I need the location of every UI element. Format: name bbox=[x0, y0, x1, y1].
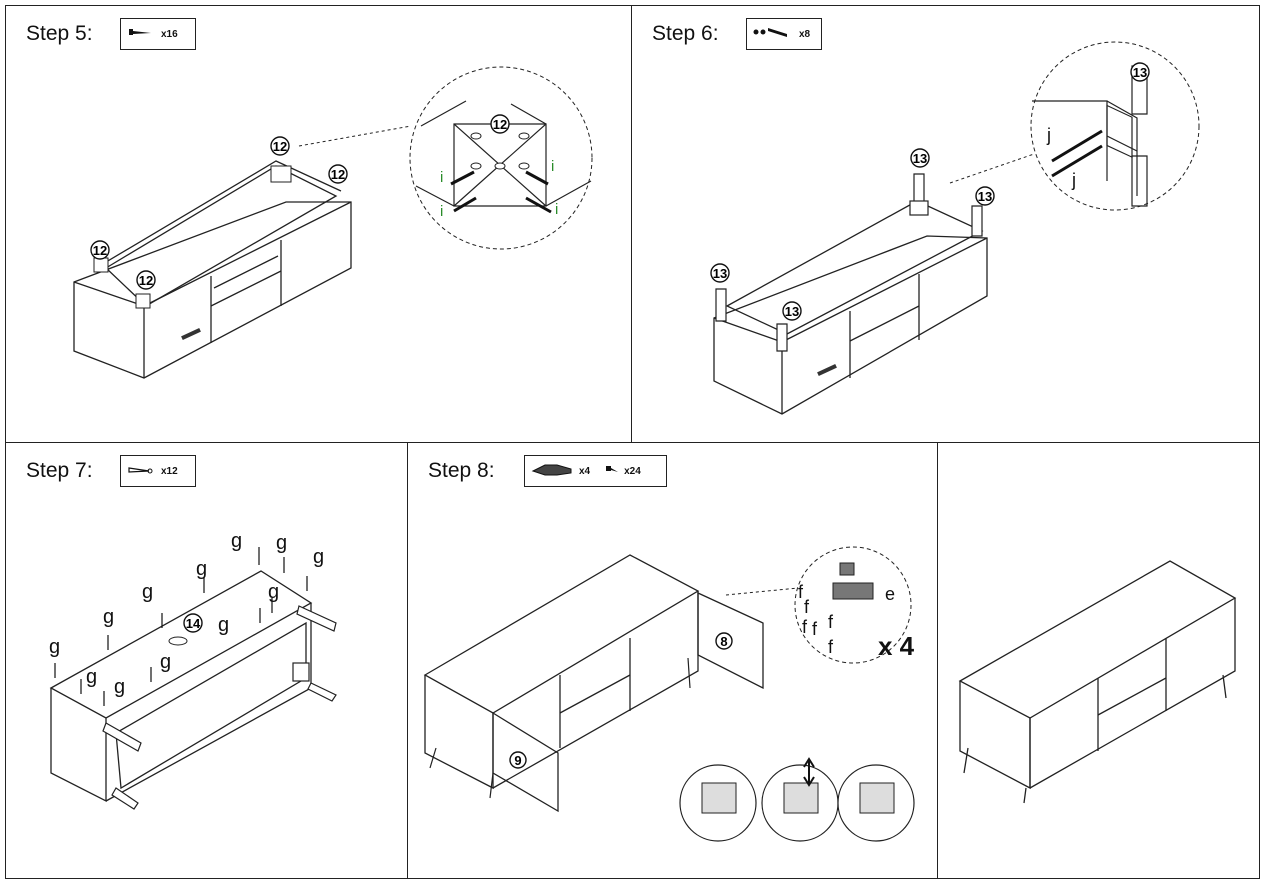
step-6-qty: x8 bbox=[799, 28, 811, 40]
screw-icon bbox=[127, 25, 155, 44]
multiplier-x4: x 4 bbox=[878, 631, 915, 661]
letter-g-10: g bbox=[160, 651, 171, 673]
letter-f-4: f bbox=[812, 619, 818, 639]
step-6-title: Step 6: bbox=[652, 22, 719, 45]
callout-12-d: 12 bbox=[139, 273, 153, 288]
callout-13-a: 13 bbox=[913, 151, 927, 166]
step-6-illustration: 13 13 13 13 13 j j bbox=[710, 41, 1200, 415]
final-assembly-illustration bbox=[958, 560, 1237, 804]
letter-g-5: g bbox=[268, 581, 279, 603]
letter-g-7: g bbox=[103, 606, 114, 628]
step-8-qty-hinge: x4 bbox=[579, 465, 591, 477]
letter-g-8: g bbox=[218, 614, 229, 636]
letter-g-2: g bbox=[276, 532, 287, 554]
step-7-qty: x12 bbox=[161, 465, 178, 477]
callout-13-d: 13 bbox=[785, 304, 799, 319]
step-5-illustration: 12 12 12 12 12 i i i i bbox=[73, 66, 593, 379]
step-7-panel: Step 7: x12 14 bbox=[5, 442, 408, 879]
letter-g-9: g bbox=[49, 636, 60, 658]
letter-i-d: i bbox=[555, 201, 558, 218]
step-7-parts-box: x12 bbox=[120, 455, 196, 487]
letter-e: e bbox=[885, 584, 895, 604]
step-6-panel: Step 6: x8 bbox=[631, 5, 1260, 443]
letter-g-6: g bbox=[142, 581, 153, 603]
step-8-parts-box: x4 x24 bbox=[524, 455, 667, 487]
final-panel bbox=[937, 442, 1260, 879]
door-callout-9: 9 bbox=[514, 753, 521, 768]
letter-i-c: i bbox=[440, 203, 443, 220]
hinge-icon bbox=[531, 461, 575, 482]
letter-g-4: g bbox=[196, 558, 207, 580]
step-7-illustration: 14 g g g g g g g g g g g g bbox=[49, 530, 337, 810]
callout-13-b: 13 bbox=[978, 189, 992, 204]
nail-icon bbox=[127, 462, 155, 481]
small-screw-icon bbox=[604, 462, 620, 480]
letter-g-11: g bbox=[86, 666, 97, 688]
callout-12-a: 12 bbox=[273, 139, 287, 154]
callout-13-c: 13 bbox=[713, 266, 727, 281]
letter-g-1: g bbox=[231, 530, 242, 552]
step-5-panel: Step 5: x16 bbox=[5, 5, 632, 443]
step-5-qty: x16 bbox=[161, 28, 178, 40]
step-7-title: Step 7: bbox=[26, 459, 93, 482]
letter-f-2: f bbox=[804, 597, 810, 617]
letter-f-5: f bbox=[828, 612, 834, 632]
letter-g-3: g bbox=[313, 546, 324, 568]
step-8-title: Step 8: bbox=[428, 459, 495, 482]
letter-f-3: f bbox=[802, 617, 808, 637]
letter-j-a: j bbox=[1046, 125, 1051, 145]
callout-12-b: 12 bbox=[331, 167, 345, 182]
step-5-title: Step 5: bbox=[26, 22, 93, 45]
letter-f-6: f bbox=[828, 637, 834, 657]
step-6-parts-box: x8 bbox=[746, 18, 822, 50]
step-8-qty-screw: x24 bbox=[624, 465, 641, 477]
step-8-panel: Step 8: x4 x24 8 bbox=[407, 442, 938, 879]
letter-f-1: f bbox=[798, 582, 804, 602]
letter-i-b: i bbox=[551, 158, 554, 175]
dowel-and-bolt-icon bbox=[753, 25, 793, 44]
letter-j-b: j bbox=[1071, 170, 1076, 190]
letter-i-a: i bbox=[440, 169, 443, 186]
door-callout-8: 8 bbox=[720, 634, 727, 649]
zoom-callout-12: 12 bbox=[493, 117, 507, 132]
zoom-callout-13: 13 bbox=[1133, 65, 1147, 80]
step-5-parts-box: x16 bbox=[120, 18, 196, 50]
step-8-illustration: 8 9 f f f f f f e x 4 bbox=[423, 546, 915, 842]
callout-12-c: 12 bbox=[93, 243, 107, 258]
callout-14: 14 bbox=[186, 616, 201, 631]
letter-g-12: g bbox=[114, 676, 125, 698]
